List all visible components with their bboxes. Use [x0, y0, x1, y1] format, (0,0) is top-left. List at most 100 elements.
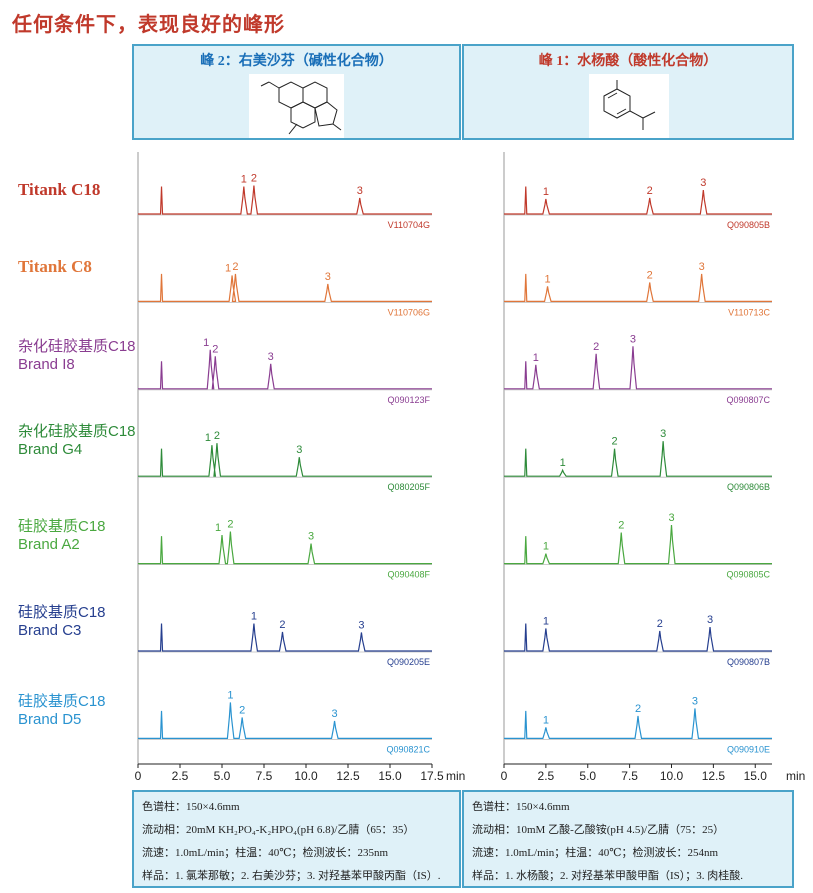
x-axis-unit-label: min: [786, 769, 805, 783]
chromatogram-trace: [138, 349, 432, 390]
sample-id-label: Q090408F: [387, 570, 430, 580]
row-label-line2: Brand G4: [18, 441, 83, 458]
x-tick-label: 10.0: [660, 769, 684, 783]
header-left-panel: 峰 2：右美沙芬（碱性化合物）: [132, 44, 461, 140]
x-tick-label: 7.5: [621, 769, 638, 783]
x-tick-label: 2.5: [172, 769, 189, 783]
peak-label: 2: [657, 618, 663, 630]
footer-right-line: 流动相：10mM 乙酸-乙酸铵(pH 4.5)/乙腈（75：25）: [472, 824, 725, 836]
row-label-brand-g4: 杂化硅胶基质C18 Brand G4: [18, 423, 136, 459]
row-label-line2: Brand I8: [18, 356, 75, 373]
sample-id-label: Q090123F: [387, 395, 430, 405]
footer-right-line: 流速：1.0mL/min；柱温：40℃；检测波长：254nm: [472, 847, 719, 859]
row-label-line2: Brand C3: [18, 622, 82, 639]
footer-right-line: 样品：1. 水杨酸；2. 对羟基苯甲酸甲酯（IS）；3. 肉桂酸.: [472, 870, 744, 882]
sample-id-label: V110713C: [728, 307, 770, 317]
sample-id-label: Q090910E: [727, 744, 770, 754]
peak-label: 2: [251, 173, 257, 185]
chromatogram-trace: [504, 273, 772, 302]
footer-left-line: 样品：1. 氯苯那敏；2. 右美沙芬；3. 对羟基苯甲酸丙酯（IS）.: [142, 870, 441, 882]
footer-right-conditions: 色谱柱：150×4.6mm 流动相：10mM 乙酸-乙酸铵(pH 4.5)/乙腈…: [462, 790, 794, 888]
footer-left-line: 色谱柱：150×4.6mm: [142, 801, 240, 813]
chromatogram-trace: [138, 623, 432, 652]
chromatogram-trace: [138, 185, 432, 215]
peak-label: 1: [560, 457, 566, 469]
x-tick-label: 5.0: [579, 769, 596, 783]
chromatogram-trace: [504, 441, 772, 477]
peak-label: 3: [630, 333, 636, 345]
chromatogram-trace: [504, 346, 772, 390]
row-label-titank-c18: Titank C18: [18, 180, 100, 200]
peak-label: 3: [358, 620, 364, 632]
peak-label: 2: [635, 703, 641, 715]
row-label-line1: Titank C18: [18, 180, 101, 199]
x-tick-label: 15.0: [378, 769, 402, 783]
row-label-line2: Brand A2: [18, 536, 80, 553]
header-left-title: 峰 2：右美沙芬（碱性化合物）: [200, 54, 393, 69]
footer-left-line: 流动相：20mM KH₂PO₄-K₂HPO₄(pH 6.8)/乙腈（65：35）: [142, 824, 415, 836]
row-label-line1: 杂化硅胶基质C18: [18, 423, 136, 440]
peak-label: 1: [215, 522, 221, 534]
chromatogram-trace: [138, 443, 432, 477]
peak-label: 3: [357, 185, 363, 197]
peak-label: 1: [543, 541, 549, 553]
row-label-titank-c8: Titank C8: [18, 257, 92, 277]
row-label-brand-i8: 杂化硅胶基质C18 Brand I8: [18, 338, 136, 374]
peak-label: 3: [707, 614, 713, 626]
peak-label: 3: [308, 531, 314, 543]
peak-label: 1: [544, 273, 550, 285]
peak-label: 2: [232, 261, 238, 273]
chromatogram-trace: [504, 623, 772, 652]
peak-label: 1: [543, 616, 549, 628]
x-tick-label: 15.0: [744, 769, 768, 783]
header-right-panel: 峰 1：水杨酸（酸性化合物）: [462, 44, 794, 140]
footer-right-line: 色谱柱：150×4.6mm: [472, 801, 570, 813]
sample-id-label: Q090806B: [727, 482, 770, 492]
x-tick-label: 7.5: [256, 769, 273, 783]
peak-label: 1: [241, 174, 247, 186]
peak-label: 1: [543, 186, 549, 198]
sample-id-label: Q090205E: [387, 657, 430, 667]
peak-label: 1: [251, 611, 257, 623]
peak-label: 3: [325, 271, 331, 283]
footer-left-line: 流速：1.0mL/min；柱温：40℃；检测波长：235nm: [142, 847, 389, 859]
sample-id-label: Q090807C: [726, 395, 770, 405]
row-label-line1: 硅胶基质C18: [18, 604, 106, 621]
peak-label: 2: [611, 436, 617, 448]
chromatogram-trace: [504, 708, 772, 739]
peak-label: 3: [296, 444, 302, 456]
chromatogram-trace: [138, 531, 432, 565]
chromatogram-trace: [504, 525, 772, 565]
peak-label: 2: [618, 520, 624, 532]
peak-label: 1: [225, 262, 231, 274]
row-label-line1: 杂化硅胶基质C18: [18, 338, 136, 355]
header-right-title: 峰 1：水杨酸（酸性化合物）: [538, 54, 718, 69]
peak-label: 2: [214, 430, 220, 442]
peak-label: 3: [660, 428, 666, 440]
peak-label: 3: [331, 708, 337, 720]
peak-label: 1: [203, 337, 209, 349]
peak-label: 3: [699, 261, 705, 273]
x-tick-label: 2.5: [538, 769, 555, 783]
sample-id-label: Q080205F: [387, 482, 430, 492]
chromatogram-trace: [138, 702, 432, 739]
peak-label: 2: [647, 185, 653, 197]
peak-label: 2: [647, 269, 653, 281]
peak-label: 3: [692, 695, 698, 707]
peak-label: 1: [543, 714, 549, 726]
salicylic-acid-structure-icon: [589, 74, 669, 138]
row-label-brand-c3: 硅胶基质C18 Brand C3: [18, 604, 106, 640]
x-tick-label: 5.0: [214, 769, 231, 783]
peak-label: 2: [279, 619, 285, 631]
x-tick-label: 12.5: [336, 769, 360, 783]
sample-id-label: V110706G: [388, 307, 430, 317]
peak-label: 2: [239, 704, 245, 716]
row-label-line1: 硅胶基质C18: [18, 518, 106, 535]
peak-label: 1: [205, 432, 211, 444]
sample-id-label: V110704G: [388, 220, 430, 230]
peak-label: 1: [227, 689, 233, 701]
row-label-brand-a2: 硅胶基质C18 Brand A2: [18, 518, 106, 554]
dextromethorphan-structure-icon: [249, 74, 344, 138]
peak-label: 2: [227, 519, 233, 531]
